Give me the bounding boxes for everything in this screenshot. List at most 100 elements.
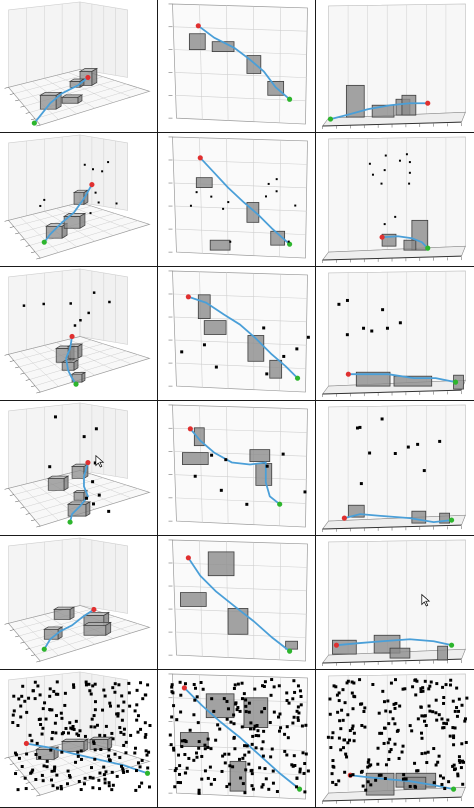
point-marker — [396, 728, 400, 732]
point-marker — [25, 752, 29, 756]
point-marker — [285, 753, 289, 757]
point-marker — [36, 684, 40, 688]
obstacle-box — [209, 239, 231, 251]
obstacle-box-side — [77, 343, 83, 359]
point-marker — [366, 765, 370, 769]
point-marker — [82, 782, 86, 786]
panel-row4-perspective — [0, 401, 158, 536]
point-marker — [92, 291, 96, 294]
axis-tick — [36, 391, 41, 394]
point-marker — [345, 333, 349, 337]
point-marker — [413, 784, 417, 788]
point-marker — [465, 696, 469, 700]
point-marker — [55, 680, 59, 684]
point-marker — [103, 734, 107, 738]
point-marker — [220, 769, 224, 773]
point-marker — [48, 708, 52, 712]
start-marker — [277, 501, 283, 507]
obstacle-box — [195, 177, 213, 188]
point-marker — [67, 774, 71, 778]
point-marker — [441, 776, 445, 780]
point-marker — [264, 777, 268, 781]
point-marker — [352, 694, 356, 698]
point-marker — [55, 786, 59, 790]
point-marker — [195, 695, 199, 699]
point-marker — [436, 760, 440, 764]
point-marker — [11, 721, 15, 725]
point-marker — [328, 712, 332, 716]
point-marker — [350, 680, 354, 684]
obstacle-box — [345, 84, 365, 118]
point-marker — [133, 746, 137, 750]
obstacle-box — [255, 463, 273, 486]
point-marker — [297, 711, 301, 715]
point-marker — [447, 780, 451, 784]
point-marker — [118, 726, 122, 730]
top-grid-line — [173, 159, 308, 165]
point-marker — [111, 686, 115, 690]
point-marker — [298, 767, 302, 771]
axis-tick — [20, 506, 25, 509]
point-marker — [222, 697, 226, 701]
planned-path — [69, 462, 89, 523]
point-marker — [63, 691, 67, 695]
point-marker — [306, 335, 310, 339]
point-marker — [252, 727, 256, 731]
point-marker — [59, 711, 63, 715]
point-marker — [366, 760, 370, 764]
obstacle-box-side — [105, 621, 112, 636]
point-marker — [360, 769, 364, 773]
point-marker — [387, 757, 391, 761]
point-marker — [291, 721, 295, 725]
point-marker — [340, 708, 344, 712]
point-marker — [419, 687, 423, 691]
point-marker — [93, 748, 97, 752]
obstacle-box — [270, 230, 286, 246]
point-marker — [98, 771, 102, 775]
panel-row6-side — [316, 670, 474, 808]
start-marker — [287, 241, 293, 247]
point-marker — [389, 681, 393, 685]
point-marker — [103, 694, 107, 698]
point-marker — [53, 721, 57, 725]
point-marker — [332, 765, 336, 769]
point-marker — [227, 752, 231, 756]
obstacle-box-side — [73, 359, 79, 371]
point-marker — [384, 709, 388, 713]
point-marker — [332, 684, 336, 688]
point-marker — [337, 736, 341, 740]
point-marker — [292, 754, 296, 758]
axis-tick — [4, 757, 9, 759]
axis-tick — [4, 488, 9, 490]
point-marker — [124, 751, 128, 755]
side-view-plot — [321, 3, 466, 130]
point-marker — [52, 689, 56, 693]
axis-tick — [4, 220, 9, 222]
point-marker — [172, 748, 176, 752]
point-marker — [453, 726, 457, 730]
point-marker — [91, 786, 95, 790]
point-marker — [134, 788, 138, 792]
point-marker — [337, 691, 341, 695]
point-marker — [350, 691, 354, 695]
point-marker — [113, 690, 117, 694]
perspective-view-plot — [4, 537, 151, 663]
planned-path — [43, 184, 93, 243]
panel-row5-top — [158, 536, 316, 670]
start-marker — [41, 239, 47, 245]
point-marker — [89, 725, 93, 729]
obstacle-box — [61, 96, 79, 104]
point-marker — [221, 754, 225, 758]
point-marker — [179, 781, 183, 785]
point-marker — [398, 321, 402, 325]
point-marker — [93, 725, 97, 729]
start-marker — [144, 770, 151, 776]
obstacle-box — [73, 491, 85, 501]
point-marker — [405, 153, 408, 156]
obstacle-box — [73, 192, 85, 205]
point-marker — [116, 704, 120, 708]
point-marker — [197, 788, 201, 792]
top-grid-line — [279, 543, 281, 660]
point-marker — [122, 732, 126, 736]
point-marker — [101, 170, 104, 173]
